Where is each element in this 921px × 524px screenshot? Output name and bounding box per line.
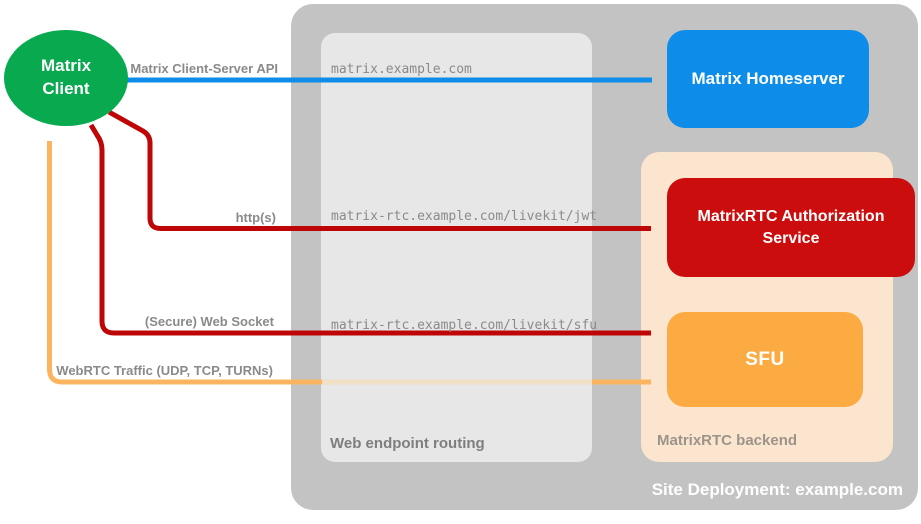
matrix-client-node: Matrix Client — [4, 30, 128, 126]
webrtc-arrow-client-segment — [47, 141, 322, 385]
matrix-homeserver-label: Matrix Homeserver — [691, 69, 845, 88]
https-label: http(s) — [235, 210, 276, 225]
sfu-label: SFU — [745, 348, 785, 370]
matrix-homeserver-node: Matrix Homeserver — [667, 30, 869, 128]
matrixrtc-backend-caption: MatrixRTC backend — [657, 432, 798, 449]
site-deployment-caption: Site Deployment: example.com — [651, 480, 903, 499]
endpoint-livekit-jwt: matrix-rtc.example.com/livekit/jwt — [331, 209, 598, 224]
webrtc-traffic-label: WebRTC Traffic (UDP, TCP, TURNs) — [56, 363, 273, 378]
websocket-label: (Secure) Web Socket — [144, 314, 274, 329]
endpoint-matrix-homeserver: matrix.example.com — [331, 62, 472, 77]
endpoint-livekit-sfu: matrix-rtc.example.com/livekit/sfu — [331, 318, 598, 333]
matrixrtc-authorization-service-label: MatrixRTC Authorization Service — [697, 207, 885, 247]
matrixrtc-authorization-service-node: MatrixRTC Authorization Service — [667, 178, 915, 277]
matrix-client-label: Matrix Client — [40, 56, 92, 98]
sfu-node: SFU — [667, 312, 863, 407]
web-endpoint-routing-panel — [321, 33, 592, 462]
web-endpoint-routing-caption: Web endpoint routing — [330, 435, 485, 452]
client-server-api-label: Matrix Client-Server API — [130, 61, 278, 76]
